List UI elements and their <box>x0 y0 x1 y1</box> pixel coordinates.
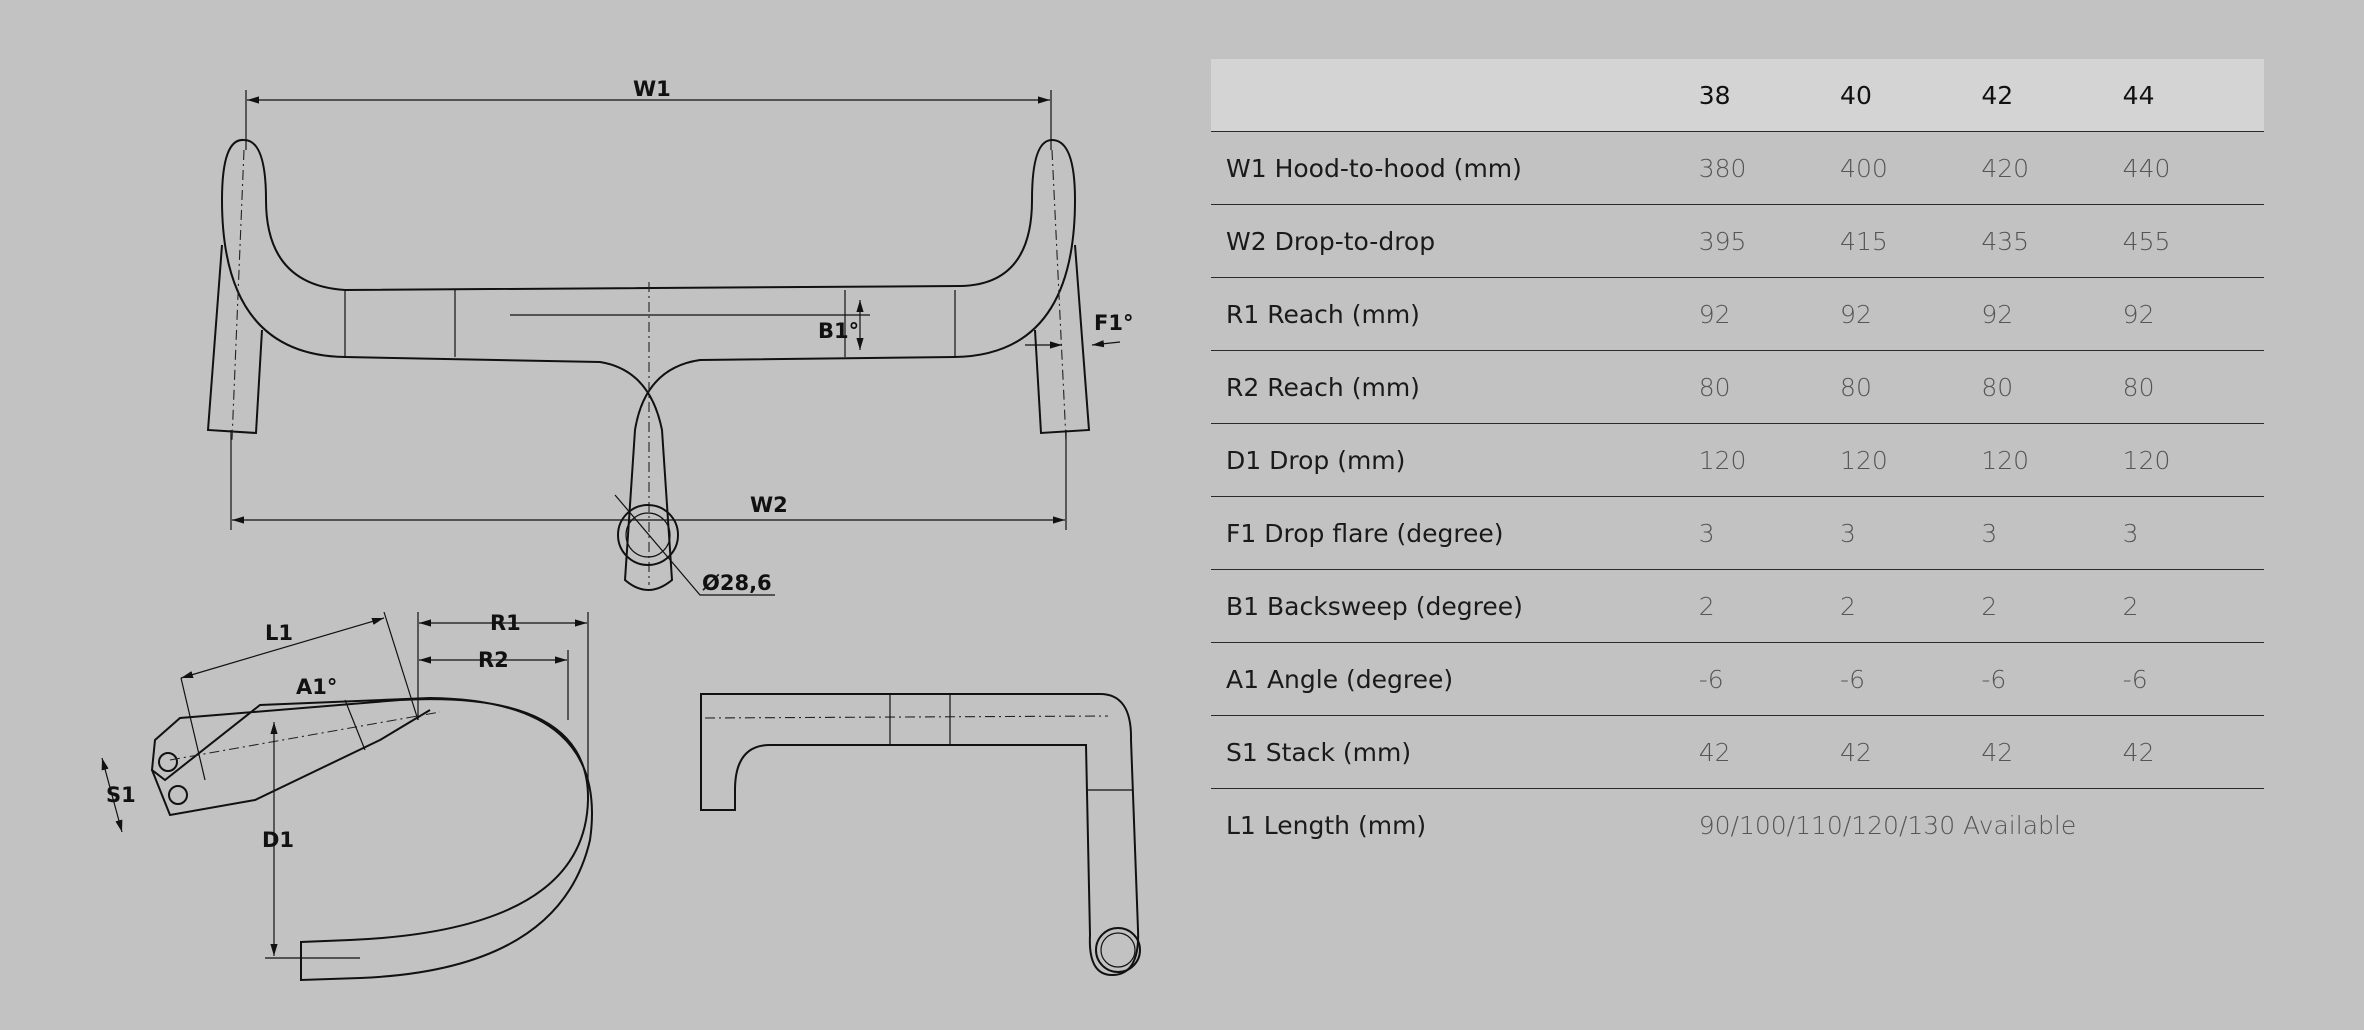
row-value: -6 <box>2122 642 2264 716</box>
size-header: 38 <box>1698 59 1841 132</box>
row-value: 2 <box>1698 569 1841 643</box>
row-value: 42 <box>1981 715 2123 789</box>
row-label: S1 Stack (mm) <box>1211 715 1699 789</box>
row-value: 2 <box>1981 569 2123 643</box>
row-label: B1 Backsweep (degree) <box>1211 569 1699 643</box>
row-label: A1 Angle (degree) <box>1211 642 1699 716</box>
row-value: 2 <box>1840 569 1982 643</box>
row-value: 80 <box>1698 350 1841 424</box>
clamp-diameter-label: Ø28,6 <box>702 571 772 595</box>
row-value: 80 <box>1981 350 2123 424</box>
f1-label: F1° <box>1094 311 1133 335</box>
row-value: 92 <box>2122 277 2264 351</box>
row-value: 42 <box>2122 715 2264 789</box>
a1-label: A1° <box>296 675 337 699</box>
row-value: 380 <box>1698 131 1841 205</box>
table-header-row: 38 40 42 44 <box>1211 59 2264 132</box>
side-view: L1 R1 R2 D1 S1 A1° <box>101 611 593 982</box>
s1-label: S1 <box>106 783 136 807</box>
row-value: 120 <box>1698 423 1841 497</box>
row-value: -6 <box>1698 642 1841 716</box>
row-value: 440 <box>2122 131 2264 205</box>
row-value: 415 <box>1840 204 1982 278</box>
row-label: D1 Drop (mm) <box>1211 423 1699 497</box>
row-value: 3 <box>1698 496 1841 570</box>
r2-label: R2 <box>478 648 509 672</box>
row-value: 3 <box>2122 496 2264 570</box>
row-value: 395 <box>1698 204 1841 278</box>
row-value: 3 <box>1840 496 1982 570</box>
size-header: 44 <box>2122 59 2264 132</box>
top-view: W1 W2 B1° F1° Ø28,6 <box>206 77 1133 596</box>
table-row: A1 Angle (degree)-6-6-6-6 <box>1211 642 2264 716</box>
row-value: 80 <box>2122 350 2264 424</box>
row-label: W1 Hood-to-hood (mm) <box>1211 131 1699 205</box>
w1-label: W1 <box>633 77 671 101</box>
row-value: 92 <box>1840 277 1982 351</box>
front-side-view <box>700 693 1141 977</box>
row-value: -6 <box>1840 642 1982 716</box>
table-row: L1 Length (mm) 90/100/110/120/130 Availab… <box>1211 789 2264 862</box>
w2-label: W2 <box>750 493 788 517</box>
row-value: 120 <box>1840 423 1982 497</box>
b1-label: B1° <box>818 319 859 343</box>
row-value: 2 <box>2122 569 2264 643</box>
row-value: 80 <box>1840 350 1982 424</box>
row-value: 42 <box>1840 715 1982 789</box>
handlebar-technical-drawing: W1 W2 B1° F1° Ø28,6 L1 R1 R2 D1 <box>101 77 1141 982</box>
row-value: 42 <box>1698 715 1841 789</box>
row-value: 400 <box>1840 131 1982 205</box>
row-label: R2 Reach (mm) <box>1211 350 1699 424</box>
size-header: 40 <box>1840 59 1982 132</box>
clamp-circle <box>617 504 679 566</box>
row-value: -6 <box>1981 642 2123 716</box>
row-value: 120 <box>2122 423 2264 497</box>
row-value: 92 <box>1698 277 1841 351</box>
row-value: 455 <box>2122 204 2264 278</box>
size-header: 42 <box>1981 59 2123 132</box>
d1-label: D1 <box>262 828 294 852</box>
row-label: L1 Length (mm) <box>1226 810 1427 840</box>
r1-label: R1 <box>490 611 521 635</box>
row-value: 3 <box>1981 496 2123 570</box>
row-value: 435 <box>1981 204 2123 278</box>
l1-label: L1 <box>265 621 293 645</box>
row-value: 90/100/110/120/130 Available <box>1698 810 2077 840</box>
row-value: 92 <box>1981 277 2123 351</box>
row-label: R1 Reach (mm) <box>1211 277 1699 351</box>
row-value: 120 <box>1981 423 2123 497</box>
row-label: F1 Drop flare (degree) <box>1211 496 1699 570</box>
row-label: W2 Drop-to-drop <box>1211 204 1699 278</box>
row-value: 420 <box>1981 131 2123 205</box>
